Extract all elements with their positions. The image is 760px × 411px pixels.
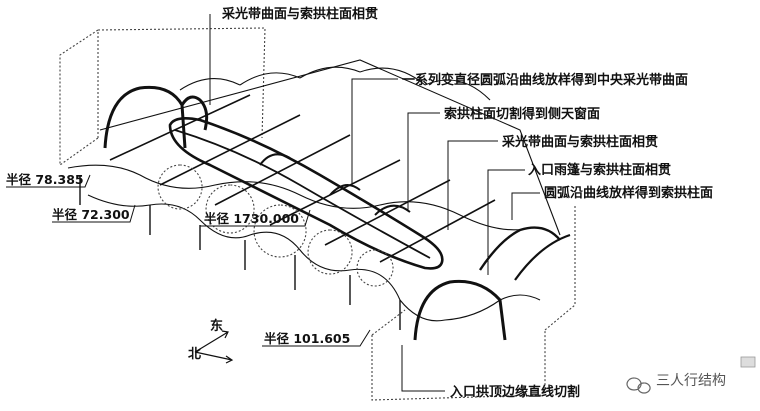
right-end-arch — [413, 279, 507, 341]
side-window-arches — [259, 153, 411, 216]
central-skylight-outline — [168, 117, 444, 270]
callout-labels: 采光带曲面与索拱柱面相贯 一系列变直径圆弧沿曲线放样得到中央采光带曲面 索拱柱面… — [221, 6, 713, 400]
roof-generator-lines — [109, 94, 496, 263]
compass-arrows-icon — [194, 330, 234, 364]
dimension-r2: 半径 72.300 — [52, 207, 130, 222]
left-dotted-frame — [59, 27, 266, 167]
dimension-r4: 半径 101.605 — [264, 331, 350, 346]
loft-section-circles — [157, 164, 394, 287]
label-entrance-cut: 入口拱顶边缘直线切割 — [450, 384, 580, 400]
left-end-arch — [103, 85, 187, 149]
watermark-corner-icon — [740, 356, 756, 368]
support-posts — [79, 175, 401, 330]
label-side-window: 索拱柱面切割得到侧天窗面 — [444, 106, 600, 122]
dimension-r3: 半径 1730.000 — [204, 211, 299, 226]
label-mid-intersection: 采光带曲面与索拱柱面相贯 — [501, 134, 658, 150]
roof-lower-wave — [87, 194, 541, 322]
compass-north: 北 — [188, 347, 201, 362]
compass: 东 北 — [188, 318, 234, 364]
label-canopy-intersection: 入口雨篷与索拱柱面相贯 — [528, 162, 671, 178]
label-arc-lofted-cylinder: 圆弧沿曲线放样得到索拱柱面 — [544, 185, 713, 201]
wechat-icon — [626, 377, 651, 394]
dimension-r1: 半径 78.385 — [6, 172, 84, 187]
watermark-text: 三人行结构 — [656, 373, 726, 389]
leader-lines — [6, 14, 540, 392]
roof-front-edge — [67, 164, 531, 231]
roof-back-ridge — [99, 59, 561, 236]
skylight-ridge — [174, 129, 431, 259]
compass-east: 东 — [210, 318, 223, 334]
right-outer-arch — [514, 233, 571, 281]
watermark: 三人行结构 — [626, 356, 756, 394]
left-end-small-arch — [180, 95, 209, 131]
dimension-labels: 半径 78.385 半径 72.300 半径 1730.000 半径 101.6… — [6, 172, 350, 346]
right-dotted-frame — [371, 205, 576, 401]
entrance-canopy — [479, 226, 561, 271]
label-lofted-center: 一系列变直径圆弧沿曲线放样得到中央采光带曲面 — [402, 72, 688, 88]
label-top-intersection: 采光带曲面与索拱柱面相贯 — [221, 6, 378, 22]
